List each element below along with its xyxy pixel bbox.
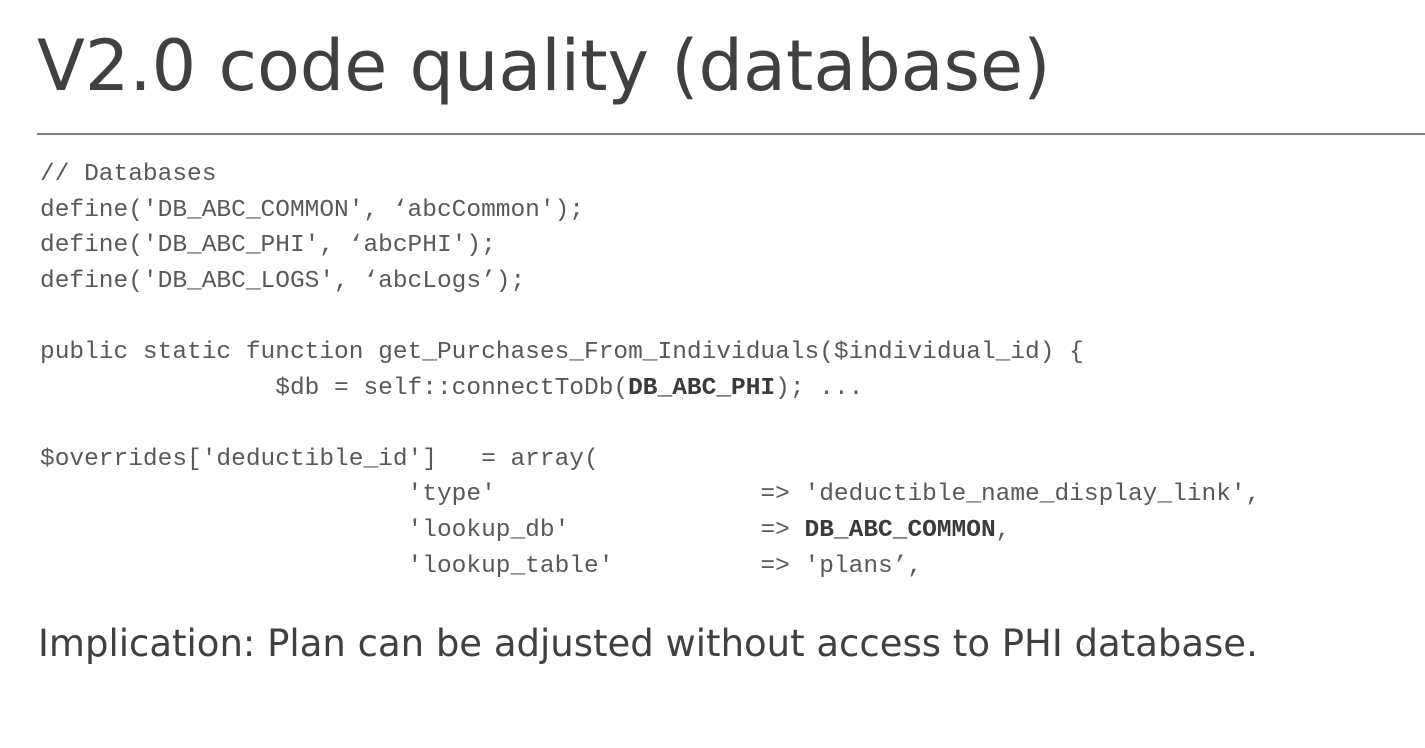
code-line: 'lookup_db' => DB_ABC_COMMON, (40, 516, 1011, 544)
code-line: 'type' => 'deductible_name_display_link'… (40, 481, 1261, 509)
implication-text: Implication: Plan can be adjusted withou… (38, 622, 1258, 665)
code-line: define('DB_ABC_COMMON', ‘abcCommon'); (40, 196, 584, 224)
code-block: // Databases define('DB_ABC_COMMON', ‘ab… (40, 157, 1260, 584)
db-constant-phi: DB_ABC_PHI (628, 374, 776, 402)
code-line: public static function get_Purchases_Fro… (40, 338, 1084, 366)
code-line: $db = self::connectToDb(DB_ABC_PHI); ... (40, 374, 864, 402)
code-line: $overrides['deductible_id'] = array( (40, 445, 599, 473)
title-divider (37, 133, 1425, 135)
code-line-blank (40, 406, 1260, 442)
code-line: // Databases (40, 161, 217, 188)
db-constant-common: DB_ABC_COMMON (804, 516, 996, 544)
code-line: define('DB_ABC_LOGS', ‘abcLogs’); (40, 267, 526, 295)
code-line: define('DB_ABC_PHI', ‘abcPHI'); (40, 232, 496, 260)
code-line: 'lookup_table' => 'plans’, (40, 552, 923, 580)
code-line-blank (40, 299, 1260, 335)
slide-title: V2.0 code quality (database) (37, 25, 1051, 107)
